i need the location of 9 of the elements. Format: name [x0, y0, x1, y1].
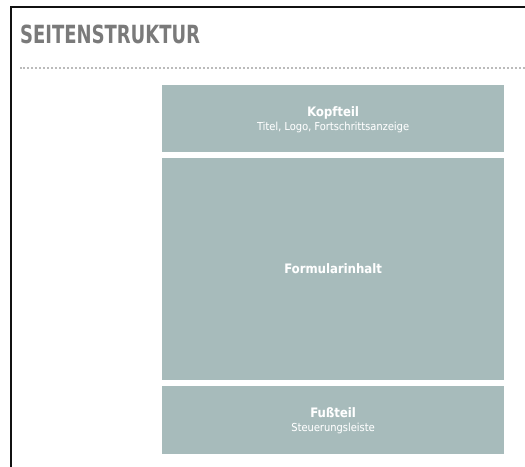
title: SEITENSTRUKTUR — [20, 20, 200, 49]
section-heading: Formularinhalt — [284, 262, 382, 276]
section-box — [162, 386, 504, 454]
section-description: Steuerungsleiste — [291, 421, 375, 434]
section-description: Titel, Logo, Fortschrittsanzeige — [256, 120, 410, 132]
section-box — [162, 158, 504, 380]
section-heading: Kopfteil — [307, 104, 359, 120]
section-box — [162, 85, 504, 152]
section-heading: Fußteil — [310, 406, 356, 421]
